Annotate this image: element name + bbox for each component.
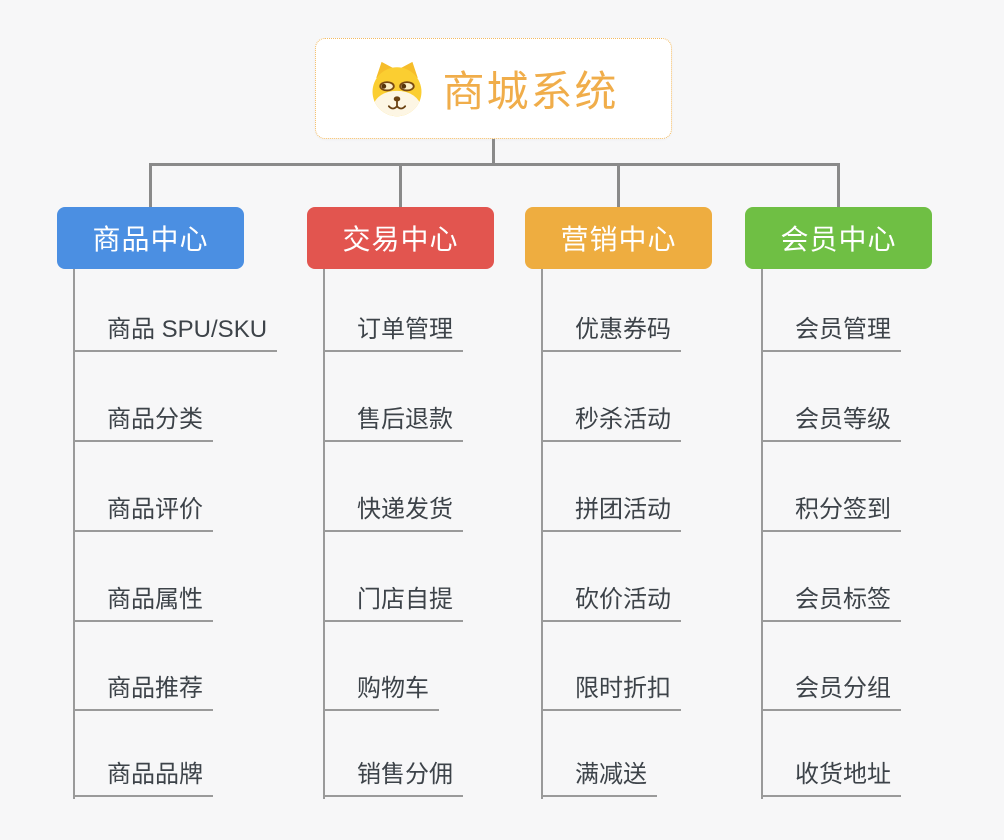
child-node[interactable]: 订单管理 <box>323 318 463 352</box>
child-node[interactable]: 商品 SPU/SKU <box>73 318 278 352</box>
child-node[interactable]: 积分签到 <box>761 498 901 532</box>
connector-line <box>399 163 402 207</box>
child-node[interactable]: 会员分组 <box>761 677 901 711</box>
branch-node[interactable]: 商品中心 <box>57 207 244 269</box>
connector-line <box>149 163 152 207</box>
child-node[interactable]: 秒杀活动 <box>541 408 681 442</box>
connector-line <box>617 163 620 207</box>
child-node[interactable]: 快递发货 <box>323 498 463 532</box>
child-node[interactable]: 购物车 <box>323 677 439 711</box>
root-node[interactable]: 商城系统 <box>315 38 672 139</box>
connector-line <box>837 163 840 207</box>
child-node[interactable]: 优惠券码 <box>541 318 681 352</box>
child-node[interactable]: 门店自提 <box>323 588 463 622</box>
child-node[interactable]: 收货地址 <box>761 763 901 797</box>
connector-line <box>541 269 543 799</box>
child-node[interactable]: 会员管理 <box>761 318 901 352</box>
connector-line <box>149 163 840 166</box>
child-node[interactable]: 砍价活动 <box>541 588 681 622</box>
child-node[interactable]: 会员等级 <box>761 408 901 442</box>
connector-line <box>761 269 763 799</box>
connector-line <box>323 269 325 799</box>
child-node[interactable]: 满减送 <box>541 763 657 797</box>
child-node[interactable]: 商品分类 <box>73 408 213 442</box>
branch-node[interactable]: 会员中心 <box>745 207 932 269</box>
child-node[interactable]: 商品评价 <box>73 498 213 532</box>
root-label: 商城系统 <box>442 68 619 115</box>
child-node[interactable]: 会员标签 <box>761 588 901 622</box>
child-node[interactable]: 售后退款 <box>323 408 463 442</box>
child-node[interactable]: 商品推荐 <box>73 677 213 711</box>
connector-line <box>73 269 75 799</box>
child-node[interactable]: 限时折扣 <box>541 677 681 711</box>
connector-line <box>491 139 495 166</box>
doge-face-icon <box>368 60 426 118</box>
branch-node[interactable]: 交易中心 <box>307 207 494 269</box>
child-node[interactable]: 拼团活动 <box>541 498 681 532</box>
child-node[interactable]: 销售分佣 <box>323 763 463 797</box>
child-node[interactable]: 商品属性 <box>73 588 213 622</box>
branch-node[interactable]: 营销中心 <box>525 207 712 269</box>
child-node[interactable]: 商品品牌 <box>73 763 213 797</box>
